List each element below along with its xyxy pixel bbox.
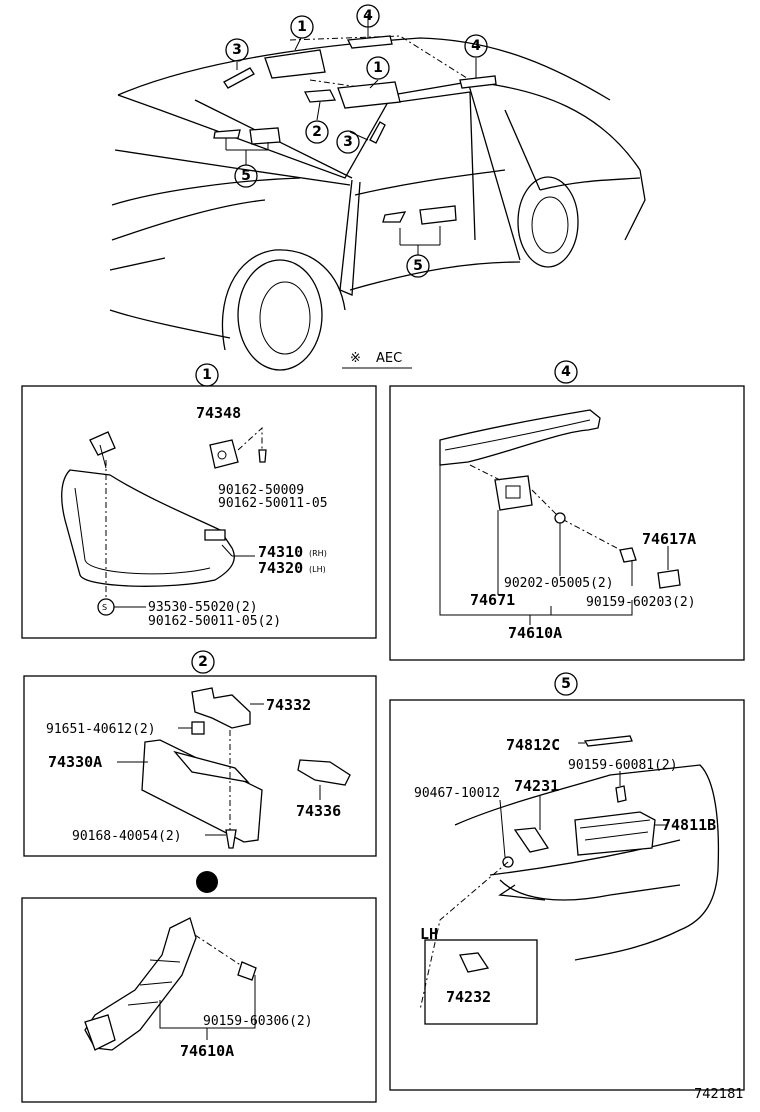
callout-4-right: 4	[464, 34, 488, 58]
panel-5-callout: 5	[554, 672, 578, 696]
svg-text:3: 3	[232, 42, 242, 58]
part-93530-55020: 93530-55020(2)	[148, 600, 258, 615]
callout-1-mid: 1	[366, 56, 390, 80]
panel-3-assist-grip: 90159-60306(2) 74610A	[21, 871, 377, 1103]
panel-3-marker	[196, 871, 218, 893]
part-90162-50011-05: 90162-50011-05	[218, 496, 328, 511]
part-90168-40054: 90168-40054(2)	[72, 829, 182, 844]
part-90162-50011-05-2: 90162-50011-05(2)	[148, 614, 281, 629]
part-74332: 74332	[266, 696, 311, 714]
part-90162-50009: 90162-50009	[218, 483, 304, 498]
part-74330a: 74330A	[48, 753, 102, 771]
callout-1-top: 1	[290, 15, 314, 39]
s-marker: S	[97, 598, 115, 616]
callout-5-left: 5	[234, 164, 258, 188]
svg-text:S: S	[102, 603, 107, 612]
part-90159-60306: 90159-60306(2)	[203, 1014, 313, 1029]
svg-text:(RH): (RH)	[309, 549, 327, 558]
part-74811b: 74811B	[662, 816, 716, 834]
svg-text:AEC: AEC	[376, 351, 402, 366]
part-74232: 74232	[446, 988, 491, 1006]
part-74610a-assy: 74610A	[508, 624, 562, 642]
callout-2-top: 2	[305, 120, 329, 144]
car-overview: 1 4 3 1 4 2 3 5	[109, 4, 646, 371]
part-90159-60081: 90159-60081(2)	[568, 758, 678, 773]
callout-3-left: 3	[225, 38, 249, 62]
svg-text:4: 4	[471, 38, 481, 54]
part-91651-40612: 91651-40612(2)	[46, 722, 156, 737]
part-90467-10012: 90467-10012	[414, 786, 500, 801]
svg-text:5: 5	[561, 676, 571, 692]
part-74231: 74231	[514, 777, 559, 795]
panel-2-sun-visor: 2 74332 91651-40612(2) 74330A 74336 9016…	[23, 650, 377, 857]
svg-text:2: 2	[312, 124, 322, 140]
part-74348: 74348	[196, 404, 241, 422]
part-74310: 74310	[258, 543, 303, 561]
part-74610a-grip: 74610A	[180, 1042, 234, 1060]
svg-text:3: 3	[343, 134, 353, 150]
aec-note: ※ AEC	[342, 351, 412, 369]
panel-4-callout: 4	[554, 360, 578, 384]
svg-text:5: 5	[413, 258, 423, 274]
panel-1-callout: 1	[195, 363, 219, 387]
diagram-code: 742181	[694, 1087, 744, 1102]
panel-5-door-pocket: 5 LH 74812C 90159-60081(2) 90467-10012 7…	[389, 672, 745, 1091]
panel-1-sun-visor: 1 S 74348 90162-50009 90162-50011-05 743…	[21, 363, 377, 639]
part-90159-60203: 90159-60203(2)	[586, 595, 696, 610]
svg-text:※: ※	[350, 351, 361, 366]
panel-4-assist-grip: 4 74617A 90202-05005(2) 74671 90159-6020…	[389, 360, 745, 661]
callout-5-door: 5	[406, 254, 430, 278]
svg-text:2: 2	[198, 654, 208, 670]
part-74336: 74336	[296, 802, 341, 820]
svg-text:1: 1	[373, 60, 383, 76]
svg-text:1: 1	[202, 367, 212, 383]
svg-text:1: 1	[297, 19, 307, 35]
part-74617a: 74617A	[642, 530, 696, 548]
svg-text:5: 5	[241, 168, 251, 184]
panel-2-callout: 2	[191, 650, 215, 674]
part-74320: 74320	[258, 559, 303, 577]
part-90202-05005: 90202-05005(2)	[504, 576, 614, 591]
part-74671: 74671	[470, 591, 515, 609]
callout-4-top: 4	[356, 4, 380, 28]
svg-text:4: 4	[363, 8, 373, 24]
callout-3-mid: 3	[336, 130, 360, 154]
svg-text:4: 4	[561, 364, 571, 380]
part-74812c: 74812C	[506, 736, 560, 754]
lh-label: LH	[420, 925, 438, 943]
svg-text:(LH): (LH)	[309, 565, 326, 574]
